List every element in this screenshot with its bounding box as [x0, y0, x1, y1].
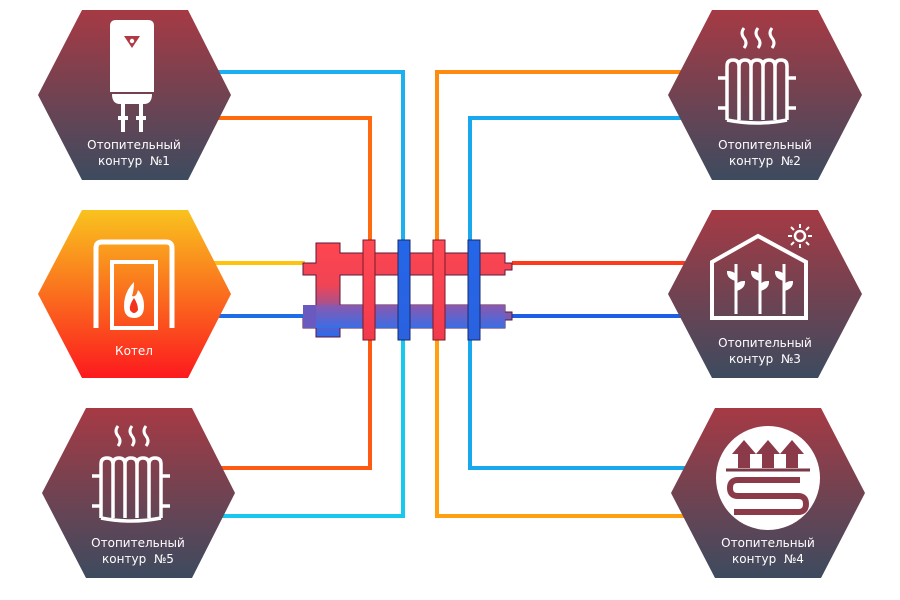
circuit5-label: Отопительный контур №5	[58, 535, 218, 567]
water-heater-icon	[110, 20, 154, 132]
greenhouse-icon	[710, 224, 812, 320]
hex-circuit3[interactable]	[668, 210, 862, 378]
circuit1-label-line1: Отопительный	[87, 138, 181, 152]
pipe-circuit5-supply	[220, 340, 372, 470]
circuit2-label: Отопительный контур №2	[685, 137, 845, 169]
pipe-circuit4-return	[468, 340, 685, 470]
circuit1-label: Отопительный контур №1	[54, 137, 214, 169]
radiator-icon	[718, 27, 796, 125]
boiler-label: Котел	[54, 343, 214, 359]
circuit4-label: Отопительный контур №4	[688, 535, 848, 567]
circuit1-label-line2: контур №1	[98, 154, 170, 168]
circuit5-label-line1: Отопительный	[91, 536, 185, 550]
circuit3-label-line2: контур №3	[729, 352, 801, 366]
circuit2-label-line1: Отопительный	[718, 138, 812, 152]
boiler-label-text: Котел	[115, 344, 153, 358]
circuit5-label-line2: контур №5	[102, 552, 174, 566]
pipe-circuit1-supply	[215, 116, 372, 240]
pipes	[210, 70, 685, 518]
circuit2-label-line2: контур №2	[729, 154, 801, 168]
pipe-circuit4-supply	[435, 340, 685, 518]
hex-circuit2[interactable]	[668, 10, 862, 180]
pipe-circuit5-return	[220, 340, 405, 518]
circuit3-label: Отопительный контур №3	[685, 335, 845, 367]
radiator-icon	[92, 425, 170, 523]
circuit4-label-line2: контур №4	[732, 552, 804, 566]
manifold	[302, 239, 513, 341]
boiler-fire-icon	[93, 239, 175, 330]
hex-boiler[interactable]	[38, 210, 231, 378]
underfloor-heating-icon	[716, 426, 820, 530]
pipe-circuit2-return	[468, 116, 685, 240]
pipe-circuit1-return	[215, 70, 405, 240]
pipe-circuit2-supply	[435, 70, 685, 240]
circuit3-label-line1: Отопительный	[718, 336, 812, 350]
circuit4-label-line1: Отопительный	[721, 536, 815, 550]
